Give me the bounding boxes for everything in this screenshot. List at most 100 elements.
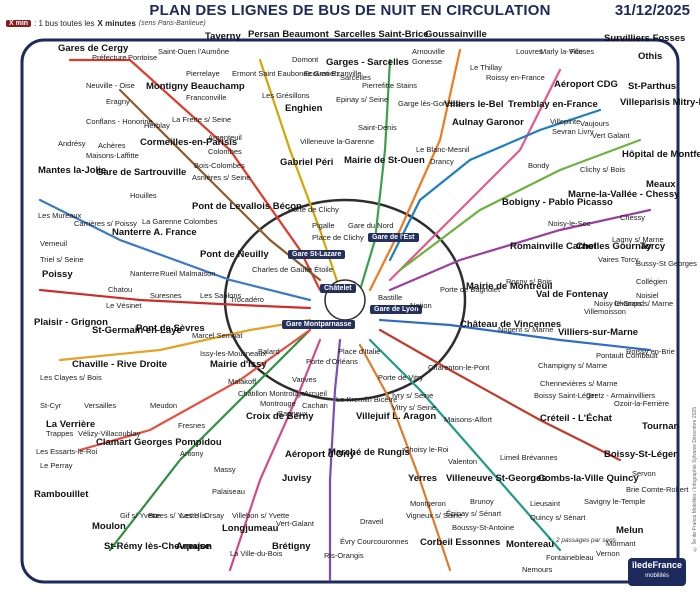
station-gabriel-peri[interactable]: Gabriel Péri (280, 157, 334, 168)
station-neuville-oise[interactable]: Neuville - Oise (86, 81, 135, 90)
station-sarcelles[interactable]: Sarcelles (340, 73, 371, 82)
station-villemoisson[interactable]: Villemoisson (584, 307, 626, 316)
station-bures[interactable]: Bures s/ Yvette (148, 511, 199, 520)
hub-gare-de-l-est[interactable]: Gare de l'Est (368, 233, 419, 242)
station-montrouge[interactable]: Montrouge (260, 399, 296, 408)
station-nogent[interactable]: Nogent s/ Marne (498, 325, 554, 334)
station-la-frette[interactable]: La Frette s/ Seine (172, 115, 232, 124)
station-cachan[interactable]: Cachan (302, 401, 328, 410)
station-porte-de-bagnolet[interactable]: Porte de Bagnolet (440, 285, 501, 294)
station-les-mureaux[interactable]: Les Mureaux (38, 211, 82, 220)
station-cormeilles-en-parisis[interactable]: Cormeilles-en-Parisis (140, 137, 238, 148)
station-nanterre[interactable]: Nanterre (130, 269, 160, 278)
station-balard[interactable]: Balard (258, 347, 280, 356)
station-aulnay-garonor[interactable]: Aulnay Garonor (452, 117, 524, 128)
station-poissy[interactable]: Poissy (42, 269, 73, 280)
hub-chatelet[interactable]: Châtelet (320, 284, 356, 293)
station-croix-de-berny[interactable]: Croix de Berny (246, 411, 314, 422)
station-fontainebleau[interactable]: Fontainebleau (546, 553, 594, 562)
station-carrieres-poissy[interactable]: Carrières s/ Poissy (74, 219, 137, 228)
station-sevran-livry[interactable]: Sevran Livry (552, 127, 594, 136)
station-ozoir[interactable]: Ozoir-la-Ferrière (614, 399, 670, 408)
station-marne-la-vallee-chessy[interactable]: Marne-la-Vallée - Chessy (568, 189, 680, 200)
station-versailles[interactable]: Versailles (84, 401, 117, 410)
station-les-ulis[interactable]: Les Ulis (180, 511, 207, 520)
station-le-vesinet[interactable]: Le Vésinet (106, 301, 142, 310)
station-arcueil[interactable]: Arcueil (304, 389, 327, 398)
station-les-gresillons[interactable]: Les Grésillons (262, 91, 310, 100)
station-survilliers-fosses[interactable]: Survilliers Fosses (604, 33, 686, 44)
station-vaujours[interactable]: Vaujours (580, 119, 610, 128)
station-trappes[interactable]: Trappes (46, 429, 74, 438)
station-evry[interactable]: Évry Courcouronnes (340, 537, 409, 546)
station-vanves[interactable]: Vanves (292, 375, 317, 384)
station-vaires[interactable]: Vaires Torcy (598, 255, 639, 264)
station-pierrelaye[interactable]: Pierrelaye (186, 69, 220, 78)
station-choisy[interactable]: Choisy le-Roi (404, 445, 449, 454)
station-st-germain-en-laye[interactable]: St-Germain en-Laye (92, 325, 182, 336)
station-malakoff[interactable]: Malakoff (228, 377, 257, 386)
station-creteil-l-echat[interactable]: Créteil - L'Échat (540, 413, 612, 424)
station-longjumeau[interactable]: Longjumeau (222, 523, 279, 534)
station-suresnes[interactable]: Suresnes (150, 291, 182, 300)
station-pont-de-sevres[interactable]: Pont de Sèvres (136, 323, 205, 334)
station-torcy[interactable]: Torcy (640, 241, 666, 252)
station-persan-beaumont[interactable]: Persan Beaumont (248, 29, 329, 40)
station-villeneuve-st-georges[interactable]: Villeneuve St-Georges (446, 473, 547, 484)
station-st-cyr[interactable]: St-Cyr (40, 401, 62, 410)
station-noisiel[interactable]: Noisiel (636, 291, 659, 300)
station-villiers-le-bel[interactable]: Villiers le-Bel (444, 99, 504, 110)
station-charles-de-gaulle-etoile[interactable]: Charles de Gaulle Étoile (252, 265, 333, 274)
station-draveil[interactable]: Draveil (360, 517, 384, 526)
station-pont-de-levallois-becon[interactable]: Pont de Levallois Bécon (192, 201, 302, 212)
station-nanterre-a-france[interactable]: Nanterre A. France (112, 227, 197, 238)
station-palaiseau[interactable]: Palaiseau (212, 487, 245, 496)
network-map[interactable]: Gare de l'Est Gare St-Lazare Châtelet Ga… (0, 30, 700, 592)
station-clichy-sous-bois[interactable]: Clichy s/ Bois (580, 165, 626, 174)
station-asnieres[interactable]: Asnières s/ Seine (192, 173, 251, 182)
station-taverny[interactable]: Taverny (205, 31, 241, 42)
station-marly-la-ville[interactable]: Marly la-Ville (540, 47, 583, 56)
hub-gare-st-lazare[interactable]: Gare St-Lazare (288, 250, 346, 259)
station-prefecture[interactable]: Préfecture (92, 53, 127, 62)
station-montereau[interactable]: Montereau (506, 539, 555, 550)
station-pont-de-neuilly[interactable]: Pont de Neuilly (200, 249, 269, 260)
station-villeneuve-la-garenne[interactable]: Villeneuve la-Garenne (300, 137, 375, 146)
station-arpajon[interactable]: Arpajon (176, 541, 212, 552)
station-champigny[interactable]: Champigny s/ Marne (538, 361, 608, 370)
station-romainville-carnot[interactable]: Romainville Carnot (510, 241, 597, 252)
station-tremblay-en-france[interactable]: Tremblay en-France (508, 99, 598, 110)
station-villejuif-aragon[interactable]: Villejuif L. Aragon (356, 411, 437, 422)
station-triel[interactable]: Triel s/ Seine (40, 255, 84, 264)
station-place-d-italie[interactable]: Place d'Italie (338, 347, 381, 356)
station-meaux[interactable]: Meaux (646, 179, 676, 190)
station-garge-les-gonesse[interactable]: Garge lès-Gonesse (398, 99, 464, 108)
station-mantes-la-jolie[interactable]: Mantes la-Jolie (38, 165, 107, 176)
station-franconville[interactable]: Franconville (186, 93, 227, 102)
station-bagneux[interactable]: Bagneux (278, 409, 308, 418)
station-fosses[interactable]: Fosses (570, 47, 595, 56)
station-le-thillay[interactable]: Le Thillay (470, 63, 502, 72)
station-pontoise[interactable]: Pontoise (128, 53, 158, 62)
station-saint-ouen-l-aumone[interactable]: Saint-Ouen l'Aumône (158, 47, 230, 56)
station-porte-d-orleans[interactable]: Porte d'Orléans (306, 357, 358, 366)
station-tournan[interactable]: Tournan (642, 421, 680, 432)
station-chennevieres[interactable]: Chennevières s/ Marne (540, 379, 618, 388)
station-aeroport-cdg[interactable]: Aéroport CDG (554, 79, 618, 90)
station-st-remy-les-chevreuse[interactable]: St-Rémy lès-Chevreuse (104, 541, 211, 552)
station-brie-comte-robert[interactable]: Brie Comte-Robert (626, 485, 689, 494)
station-arnouville[interactable]: Arnouville (412, 47, 445, 56)
station-orsay[interactable]: Orsay (204, 511, 225, 520)
station-combs-la-ville-quincy[interactable]: Combs-la-Ville Quincy (538, 473, 639, 484)
station-gare-de-sartrouville[interactable]: Gare de Sartrouville (96, 167, 187, 178)
station-enghien[interactable]: Enghien (285, 103, 323, 114)
station-velizy[interactable]: Vélizy-Villacoublay (78, 429, 141, 438)
station-drancy[interactable]: Drancy (430, 157, 454, 166)
station-vernon[interactable]: Vernon (596, 549, 620, 558)
station-marche-de-rungis[interactable]: Marché de Rungis (328, 447, 410, 458)
station-verneuil[interactable]: Verneuil (40, 239, 68, 248)
station-montgeron[interactable]: Montgeron (410, 499, 446, 508)
station-collegien[interactable]: Collégien (636, 277, 668, 286)
station-pierrefitte-stains[interactable]: Pierrefitte Stains (362, 81, 418, 90)
station-ermont[interactable]: Ermont Saint Eaubonne Gratien (232, 69, 339, 78)
